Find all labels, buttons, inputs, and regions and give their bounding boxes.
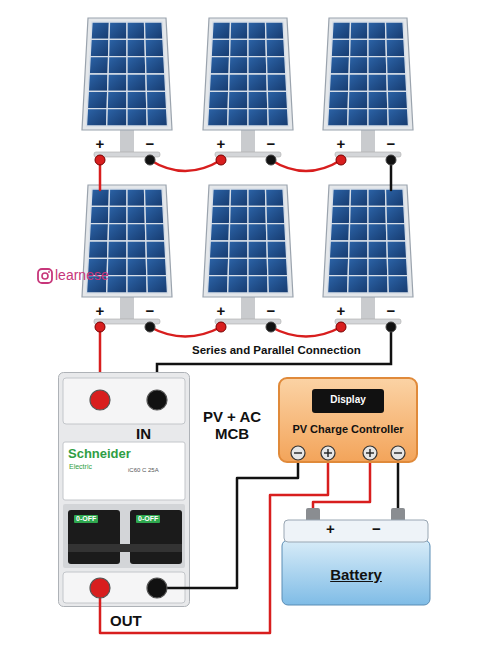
terminal bbox=[216, 155, 226, 165]
polarity-sign: + bbox=[90, 135, 110, 152]
terminal bbox=[145, 155, 155, 165]
battery-shape bbox=[282, 508, 430, 605]
polarity-sign: + bbox=[331, 135, 351, 152]
polarity-sign: − bbox=[381, 302, 401, 319]
terminal bbox=[336, 155, 346, 165]
charge-controller: PV Charge Controller Display bbox=[278, 377, 418, 463]
diagram-caption: Series and Parallel Connection bbox=[190, 344, 363, 357]
terminal bbox=[145, 322, 155, 332]
charge-controller-text: PV Charge Controller bbox=[278, 423, 418, 436]
solar-panel bbox=[82, 18, 172, 157]
polarity-sign: + bbox=[90, 302, 110, 319]
solar-panel bbox=[203, 18, 293, 157]
wire bbox=[271, 327, 341, 337]
terminal-label: IN bbox=[136, 425, 151, 442]
polarity-sign: + bbox=[331, 302, 351, 319]
polarity-sign: + bbox=[211, 135, 231, 152]
circuit-breaker-shape bbox=[58, 372, 190, 607]
device-label: PV + AC MCB bbox=[196, 408, 268, 443]
terminal bbox=[336, 322, 346, 332]
instagram-icon bbox=[38, 269, 52, 283]
polarity-sign: − bbox=[140, 302, 160, 319]
terminal bbox=[95, 322, 105, 332]
display-screen-text: Display bbox=[312, 394, 384, 406]
circuit-breaker: SchneiderElectric iC60 C 25A 0-OFF 0-OFF bbox=[58, 372, 190, 607]
polarity-sign: − bbox=[140, 135, 160, 152]
watermark: learnese bbox=[55, 267, 109, 283]
terminal bbox=[266, 155, 276, 165]
polarity-sign: − bbox=[261, 302, 281, 319]
terminal-label: OUT bbox=[110, 612, 142, 629]
battery-text: Battery bbox=[282, 566, 430, 583]
battery-text: + bbox=[326, 520, 335, 537]
wire bbox=[150, 160, 221, 171]
circuit-breaker-text: 0-OFF bbox=[74, 515, 98, 523]
polarity-sign: − bbox=[261, 135, 281, 152]
terminal bbox=[386, 322, 396, 332]
solar-panel bbox=[203, 185, 293, 324]
polarity-sign: + bbox=[211, 302, 231, 319]
circuit-breaker-text: iC60 C 25A bbox=[128, 467, 159, 474]
solar-panel bbox=[323, 185, 413, 324]
terminal bbox=[95, 155, 105, 165]
terminal bbox=[386, 155, 396, 165]
circuit-breaker-text: Electric bbox=[69, 463, 92, 471]
wire bbox=[150, 327, 221, 337]
circuit-breaker-text: 0-OFF bbox=[136, 515, 160, 523]
wire bbox=[271, 160, 341, 171]
display-screen: Display bbox=[312, 389, 384, 413]
terminal bbox=[266, 322, 276, 332]
solar-panel bbox=[323, 18, 413, 157]
solar-panel bbox=[82, 185, 172, 324]
wire-connector bbox=[313, 463, 370, 508]
terminal bbox=[216, 322, 226, 332]
wire bbox=[157, 327, 391, 380]
battery-text: − bbox=[372, 520, 381, 537]
circuit-breaker-text: Schneider bbox=[68, 447, 131, 462]
wire-connector bbox=[397, 463, 400, 508]
polarity-sign: − bbox=[381, 135, 401, 152]
battery: + − Battery bbox=[282, 508, 430, 605]
